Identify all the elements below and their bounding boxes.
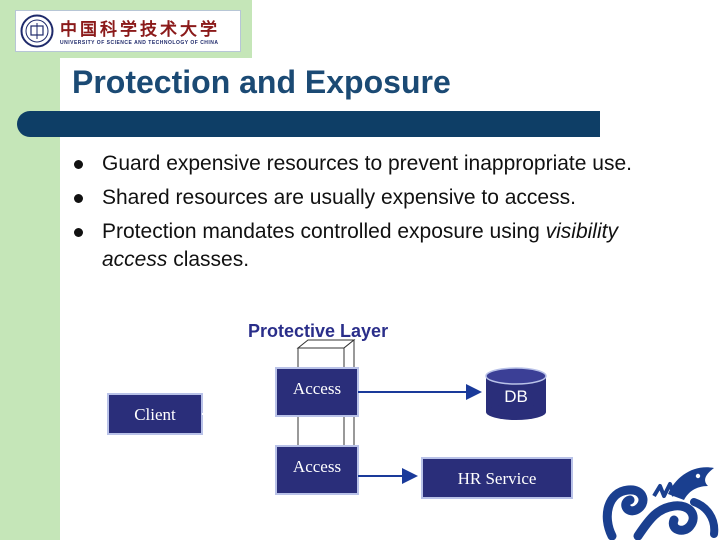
dragon-logo-icon	[602, 467, 719, 540]
bullet-text: Guard expensive resources to prevent ina…	[102, 152, 632, 175]
bullet-item: Shared resources are usually expensive t…	[70, 184, 670, 212]
university-name-en: UNIVERSITY OF SCIENCE AND TECHNOLOGY OF …	[60, 40, 219, 46]
access-bottom-label: Access	[293, 457, 341, 476]
access-top-label: Access	[293, 379, 341, 398]
protection-diagram: Protective Layer Client Access Access DB…	[107, 321, 573, 499]
university-logo: 中国科学技术大学 UNIVERSITY OF SCIENCE AND TECHN…	[15, 10, 241, 52]
bullet-item: Protection mandates controlled exposure …	[70, 218, 670, 274]
bullet-text-italic: visibility access	[102, 220, 618, 271]
hr-service-box	[421, 457, 573, 499]
db-label: DB	[504, 387, 528, 406]
protective-layer-label: Protective Layer	[248, 321, 388, 341]
bullet-list: Guard expensive resources to prevent ina…	[70, 150, 670, 280]
left-green-strip	[0, 0, 60, 540]
title-underline-bar	[17, 111, 600, 137]
client-label: Client	[134, 405, 176, 424]
db-cylinder-bottom	[486, 404, 546, 420]
university-seal-icon	[20, 14, 54, 48]
access-bottom-box	[275, 445, 359, 495]
slide-title: Protection and Exposure	[72, 64, 451, 100]
hr-service-label: HR Service	[458, 469, 537, 488]
bullet-dot-icon	[74, 194, 83, 203]
university-name-cn: 中国科学技术大学	[60, 20, 220, 40]
bullet-text: Protection mandates controlled exposure …	[102, 220, 546, 243]
bullet-dot-icon	[74, 228, 83, 237]
bullet-text-end: classes.	[167, 248, 250, 271]
access-top-box	[275, 367, 359, 417]
db-cylinder-top	[485, 367, 547, 385]
bullet-text: Shared resources are usually expensive t…	[102, 186, 576, 209]
bullet-item: Guard expensive resources to prevent ina…	[70, 150, 670, 178]
bullet-dot-icon	[74, 160, 83, 169]
